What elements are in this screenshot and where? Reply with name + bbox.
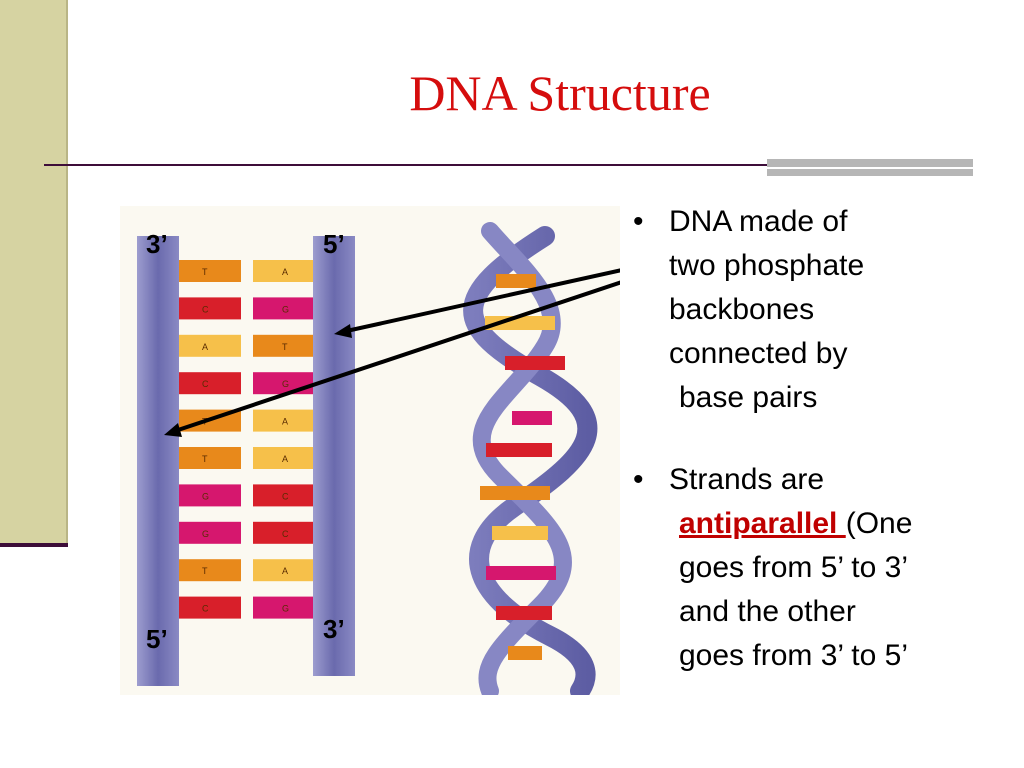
- bullet-text: (One: [845, 507, 913, 540]
- base-letter-right: G: [282, 604, 289, 614]
- helix-base-pair: [505, 356, 565, 370]
- base-letter-right: C: [282, 491, 289, 501]
- base-letter-left: C: [202, 304, 209, 314]
- base-letter-left: T: [202, 454, 208, 464]
- base-block-right: [253, 260, 313, 282]
- sidebar-accent: [0, 543, 68, 547]
- divider-accent-bar: [767, 159, 973, 176]
- bullet-text: goes from 3’ to 5’: [679, 639, 908, 672]
- bullet-item-backbones: • DNA made of two phosphate backbones co…: [631, 200, 1021, 420]
- base-letter-left: A: [202, 342, 208, 352]
- base-letter-left: T: [202, 267, 208, 277]
- label-bottom-right: 3’: [323, 614, 345, 644]
- base-block-left: [179, 260, 241, 282]
- base-block-right: [253, 447, 313, 469]
- base-letter-right: A: [282, 417, 288, 427]
- base-letter-right: G: [282, 304, 289, 314]
- base-block-right: [253, 484, 313, 507]
- sidebar-decoration: [0, 0, 68, 545]
- arrowhead-right: [334, 324, 352, 338]
- base-block-left: [179, 372, 241, 395]
- base-block-left: [179, 559, 241, 582]
- base-letter-right: C: [282, 529, 289, 539]
- bullet-text: two phosphate: [669, 249, 865, 282]
- bullet-list: • DNA made of two phosphate backbones co…: [631, 200, 1021, 678]
- base-block-left: [179, 521, 241, 544]
- dna-figure: TACGATCGTATAGCGCTACG 3’ 5’ 5’ 3’: [120, 206, 620, 695]
- bullet-text: backbones: [669, 293, 815, 326]
- base-block-right: [253, 409, 313, 432]
- helix-base-pair: [485, 316, 555, 330]
- arrowhead-left: [164, 423, 182, 437]
- base-letter-right: A: [282, 454, 288, 464]
- base-block-left: [179, 596, 241, 619]
- slide-title: DNA Structure: [409, 65, 711, 121]
- base-letter-left: G: [202, 529, 209, 539]
- bullet-text: DNA made of: [669, 205, 848, 238]
- bullet-text: base pairs: [679, 381, 818, 414]
- base-block-right: [253, 521, 313, 544]
- bullet-text: goes from 5’ to 3’: [679, 551, 908, 584]
- arrows: [164, 268, 620, 437]
- right-backbone: [313, 236, 355, 676]
- base-block-right: [253, 596, 313, 619]
- bullet-dot: •: [633, 205, 644, 238]
- base-letter-right: G: [282, 379, 289, 389]
- base-block-left: [179, 447, 241, 469]
- base-letter-right: T: [282, 342, 288, 352]
- label-top-left: 3’: [146, 229, 168, 259]
- base-letter-left: C: [202, 379, 209, 389]
- helix-base-pair: [480, 486, 550, 500]
- helix-base-pair: [486, 566, 556, 580]
- arrow-left-backbone: [171, 280, 620, 434]
- base-block-right: [253, 559, 313, 582]
- base-letter-left: C: [202, 604, 209, 614]
- base-letter-left: G: [202, 491, 209, 501]
- helix-strand-a: [463, 226, 598, 695]
- base-block-right: [253, 334, 313, 357]
- helix-base-pair: [492, 526, 548, 540]
- left-backbone: [137, 236, 179, 686]
- bullet-text: connected by: [669, 337, 848, 370]
- helix-strand-b: [472, 222, 572, 695]
- double-helix: [463, 222, 598, 695]
- bullet-dot: •: [633, 463, 644, 496]
- base-block-right: [253, 297, 313, 320]
- keyword-antiparallel: antiparallel: [679, 507, 846, 540]
- arrow-right-backbone: [341, 268, 620, 334]
- base-block-left: [179, 297, 241, 320]
- label-top-right: 5’: [323, 229, 345, 259]
- helix-base-pair: [486, 443, 552, 457]
- base-block-left: [179, 334, 241, 357]
- base-block-left: [179, 484, 241, 507]
- bullet-keyword-line: antiparallel (One: [669, 502, 1021, 546]
- helix-base-pair: [508, 646, 542, 660]
- bullet-item-antiparallel: • Strands are antiparallel (One goes fro…: [631, 458, 1021, 678]
- helix-base-pair: [512, 411, 552, 425]
- helix-base-pair: [496, 606, 552, 620]
- base-letter-right: A: [282, 267, 288, 277]
- title-divider: [44, 164, 972, 166]
- label-bottom-left: 5’: [146, 624, 168, 654]
- helix-base-pair: [496, 274, 536, 288]
- base-letter-right: A: [282, 566, 288, 576]
- bullet-text: and the other: [679, 595, 856, 628]
- base-letter-left: T: [202, 566, 208, 576]
- bullet-text: Strands are: [669, 463, 825, 496]
